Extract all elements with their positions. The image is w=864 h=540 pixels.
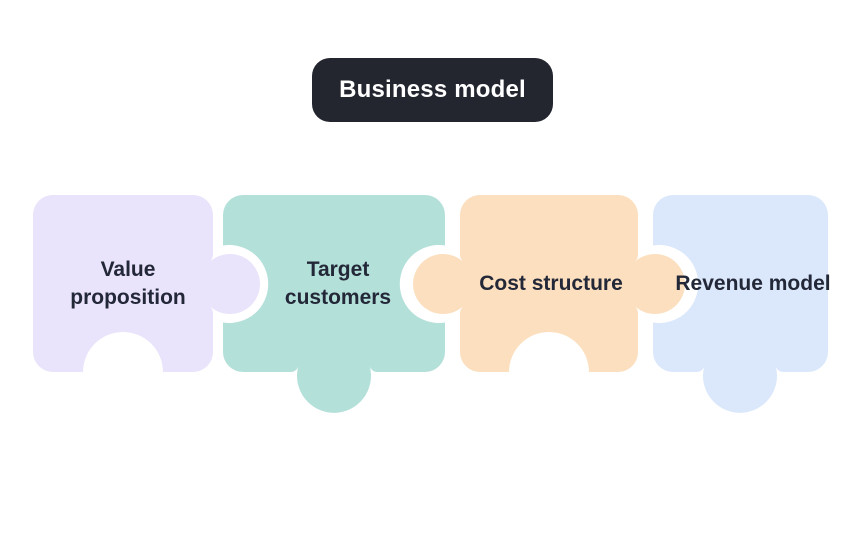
diagram-title: Business model bbox=[339, 76, 526, 103]
piece-label-revenue-model: Revenue model bbox=[675, 272, 831, 295]
piece-label-value-proposition: Value proposition bbox=[70, 258, 186, 309]
title-badge: Business model bbox=[312, 58, 553, 122]
puzzle-piece-cost-structure-shape bbox=[413, 195, 685, 372]
puzzle-piece-revenue-model-shape bbox=[653, 195, 828, 413]
piece-label-target-customers: Target customers bbox=[284, 258, 392, 309]
piece-label-cost-structure: Cost structure bbox=[479, 272, 623, 295]
puzzle-piece-target-customers-shape bbox=[223, 195, 445, 413]
puzzle-piece-value-proposition-shape bbox=[33, 195, 260, 372]
